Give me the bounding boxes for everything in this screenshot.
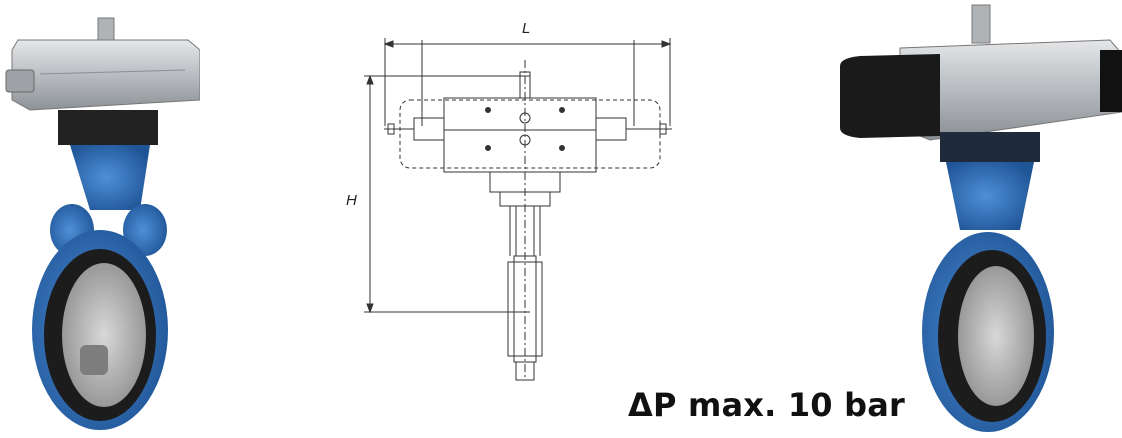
actuator-outline bbox=[443, 97, 597, 173]
valve-photo-right bbox=[820, 0, 1122, 438]
valve-photo-left bbox=[0, 0, 200, 438]
pressure-rating: ΔP max. 10 bar bbox=[628, 386, 905, 424]
dimension-label-H: H bbox=[346, 192, 357, 209]
mounting-bracket bbox=[58, 110, 158, 145]
valve-neck bbox=[70, 145, 150, 210]
valve-disc-right bbox=[958, 266, 1034, 406]
dimension-drawing bbox=[364, 38, 672, 381]
actuator-pin-right bbox=[971, 4, 991, 44]
technical-drawing bbox=[330, 0, 710, 438]
dimension-label-L: L bbox=[522, 20, 531, 37]
valve-neck-right bbox=[946, 162, 1034, 230]
actuator-end-cap bbox=[5, 69, 35, 93]
valve-disc bbox=[62, 263, 146, 407]
actuator-housing bbox=[11, 39, 200, 111]
actuator-end-cap-right bbox=[840, 54, 940, 138]
mounting-bracket-right bbox=[940, 132, 1040, 162]
valve-right-illustration bbox=[840, 4, 1122, 432]
valve-left-illustration bbox=[5, 17, 200, 430]
actuator-pin bbox=[97, 17, 115, 41]
